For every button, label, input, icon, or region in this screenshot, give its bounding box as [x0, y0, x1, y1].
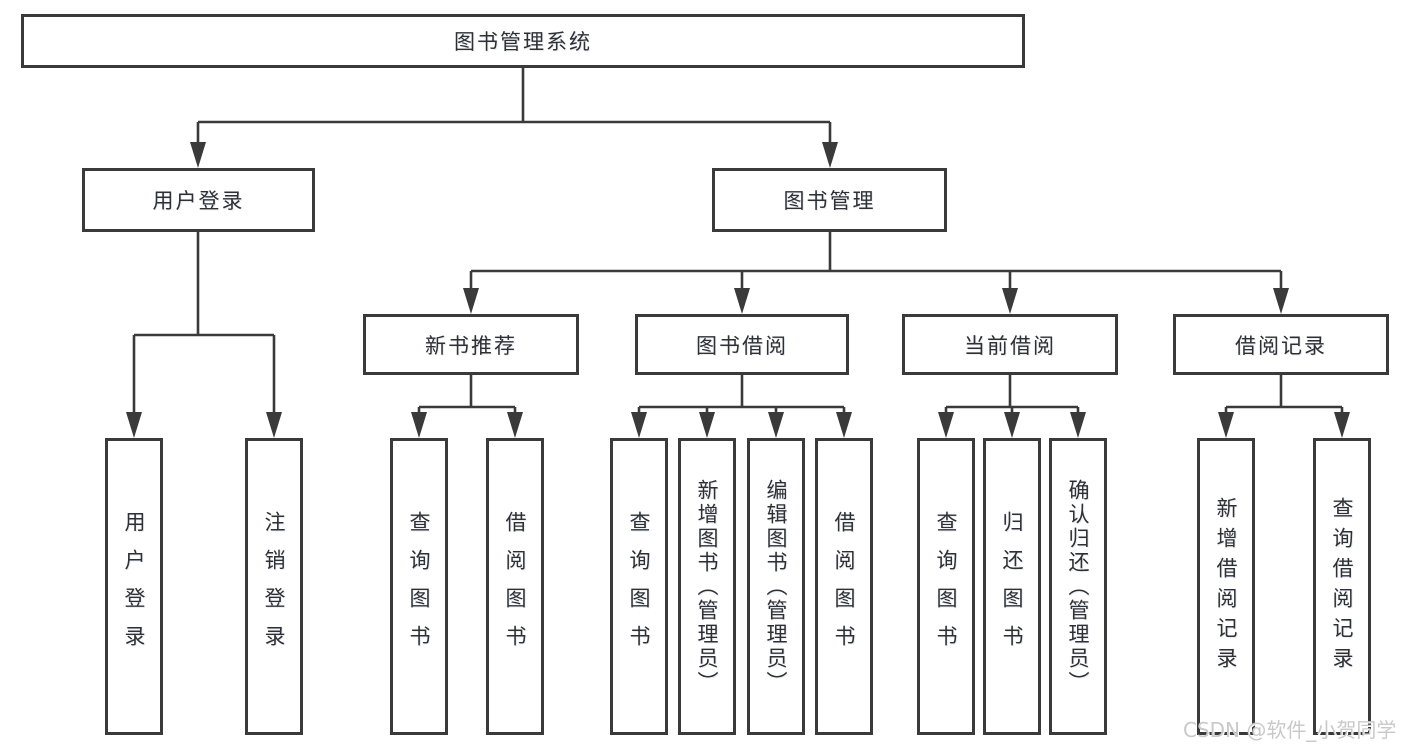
node-new-book-recommend: 新书推荐: [363, 314, 579, 375]
node-label: 图书管理: [783, 189, 876, 213]
node-label: 编辑图书（管理员）: [764, 478, 788, 695]
node-label: 新增借阅记录: [1214, 496, 1238, 677]
leaf-borrow-books: 借阅图书: [815, 438, 873, 735]
node-label: 借阅记录: [1235, 333, 1327, 358]
leaf-search-books-recommend: 查询图书: [390, 438, 448, 735]
node-label: 查询图书: [934, 510, 958, 663]
leaf-add-borrow-record: 新增借阅记录: [1197, 438, 1255, 735]
node-book-borrow: 图书借阅: [635, 314, 849, 375]
node-label: 新增图书（管理员）: [695, 478, 719, 695]
leaf-return-book: 归还图书: [983, 438, 1041, 735]
node-label: 注销登录: [262, 510, 286, 663]
leaf-search-borrow-record: 查询借阅记录: [1313, 438, 1371, 735]
leaf-borrow-books-recommend: 借阅图书: [486, 438, 544, 735]
leaf-search-books-borrow: 查询图书: [610, 438, 668, 735]
leaf-search-books-current: 查询图书: [917, 438, 975, 735]
node-label: 新书推荐: [425, 333, 517, 358]
node-label: 查询借阅记录: [1330, 496, 1354, 677]
node-borrow-records: 借阅记录: [1173, 314, 1389, 375]
node-label: 图书管理系统: [454, 30, 592, 54]
node-label: 借阅图书: [503, 510, 527, 663]
node-label: 借阅图书: [832, 510, 856, 663]
node-current-borrow: 当前借阅: [902, 314, 1118, 375]
node-user-login: 用户登录: [82, 168, 315, 232]
node-label: 图书借阅: [696, 333, 788, 358]
leaf-add-book-admin: 新增图书（管理员）: [678, 438, 736, 735]
leaf-user-login: 用户登录: [105, 438, 163, 735]
node-label: 查询图书: [627, 510, 651, 663]
node-label: 用户登录: [122, 510, 146, 663]
node-label: 用户登录: [152, 189, 245, 213]
node-book-management: 图书管理: [712, 168, 947, 232]
node-library-management-system: 图书管理系统: [21, 14, 1025, 68]
node-label: 归还图书: [1000, 510, 1024, 663]
node-label: 查询图书: [407, 510, 431, 663]
leaf-confirm-return-admin: 确认归还（管理员）: [1049, 438, 1107, 735]
csdn-watermark: CSDN @软件_小贺同学: [1183, 718, 1397, 742]
node-label: 确认归还（管理员）: [1066, 478, 1090, 695]
leaf-logout: 注销登录: [245, 438, 303, 735]
node-label: 当前借阅: [964, 333, 1056, 358]
leaf-edit-book-admin: 编辑图书（管理员）: [747, 438, 805, 735]
